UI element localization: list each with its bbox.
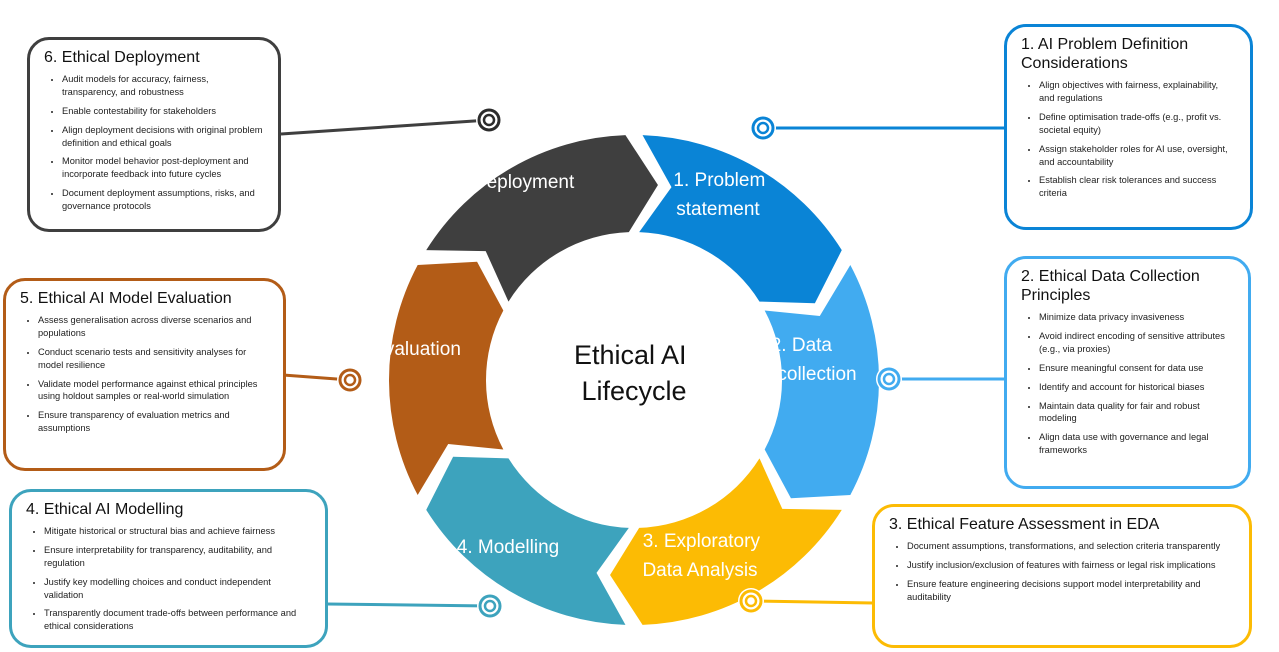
segment-eda[interactable] — [610, 458, 842, 625]
card-item: Establish clear risk tolerances and succ… — [1039, 174, 1236, 200]
card-title-modelling: 4. Ethical AI Modelling — [26, 501, 184, 518]
card-item: Ensure transparency of evaluation metric… — [38, 409, 269, 435]
card-item: Maintain data quality for fair and robus… — [1039, 400, 1234, 426]
card-list-modelling: Mitigate historical or structural bias a… — [26, 525, 311, 633]
segment-label-eda: 3. Exploratory Data Analysis — [642, 531, 765, 581]
connector-deployment — [280, 118, 490, 136]
center-title-line1: Ethical AI — [574, 340, 687, 370]
card-deployment: 6. Ethical Deployment Audit models for a… — [27, 37, 281, 232]
target-icon-deployment[interactable] — [476, 107, 502, 133]
card-list-deployment: Audit models for accuracy, fairness, tra… — [44, 73, 264, 212]
card-item: Avoid indirect encoding of sensitive att… — [1039, 330, 1234, 356]
card-item: Document assumptions, transformations, a… — [907, 540, 1235, 553]
card-item: Assess generalisation across diverse sce… — [38, 314, 269, 340]
card-item: Assign stakeholder roles for AI use, ove… — [1039, 143, 1236, 169]
card-item: Ensure feature engineering decisions sup… — [907, 578, 1235, 604]
card-list-problem: Align objectives with fairness, explaina… — [1021, 79, 1236, 200]
target-icon-evaluation[interactable] — [337, 367, 363, 393]
card-list-data: Minimize data privacy invasivenessAvoid … — [1021, 311, 1234, 456]
card-item: Align data use with governance and legal… — [1039, 431, 1234, 457]
segment-label-eda-line1: 3. Exploratory — [643, 531, 761, 552]
card-title-data: 2. Ethical Data Collection Principles — [1021, 268, 1200, 305]
center-title: Ethical AI Lifecycle — [574, 340, 694, 406]
center-title-line2: Lifecycle — [581, 376, 686, 406]
segment-label-data-line2: collection — [777, 364, 856, 385]
card-list-eda: Document assumptions, transformations, a… — [889, 540, 1235, 603]
card-item: Justify key modelling choices and conduc… — [44, 576, 311, 602]
card-title-evaluation: 5. Ethical AI Model Evaluation — [20, 290, 232, 307]
card-item: Define optimisation trade-offs (e.g., pr… — [1039, 111, 1236, 137]
card-item: Conduct scenario tests and sensitivity a… — [38, 346, 269, 372]
segment-evaluation[interactable] — [388, 261, 504, 496]
card-item: Justify inclusion/exclusion of features … — [907, 559, 1235, 572]
segment-label-modelling-line1: 4. Modelling — [457, 537, 559, 558]
card-item: Document deployment assumptions, risks, … — [62, 187, 264, 213]
card-title-deployment: 6. Ethical Deployment — [44, 49, 200, 66]
target-icon-modelling[interactable] — [477, 593, 503, 619]
segment-modelling[interactable] — [426, 456, 629, 625]
segment-deployment[interactable] — [426, 135, 658, 302]
card-item: Align deployment decisions with original… — [62, 124, 264, 150]
card-item: Audit models for accuracy, fairness, tra… — [62, 73, 264, 99]
card-item: Validate model performance against ethic… — [38, 378, 269, 404]
card-item: Minimize data privacy invasiveness — [1039, 311, 1234, 324]
card-evaluation: 5. Ethical AI Model Evaluation Assess ge… — [3, 278, 286, 471]
card-item: Align objectives with fairness, explaina… — [1039, 79, 1236, 105]
connector-eda — [750, 599, 874, 605]
segment-label-problem-line2: statement — [676, 199, 760, 220]
card-item: Transparently document trade-offs betwee… — [44, 607, 311, 633]
card-item: Enable contestability for stakeholders — [62, 105, 264, 118]
card-item: Mitigate historical or structural bias a… — [44, 525, 311, 538]
connector-modelling — [326, 602, 491, 608]
target-icon-problem[interactable] — [750, 115, 776, 141]
segment-label-data: 2. Data collection — [771, 335, 857, 385]
segment-label-deployment: 6. Deployment — [452, 172, 575, 193]
card-modelling: 4. Ethical AI Modelling Mitigate histori… — [9, 489, 328, 648]
card-data: 2. Ethical Data Collection Principles Mi… — [1004, 256, 1251, 489]
segment-label-problem-line1: 1. Problem — [673, 170, 765, 191]
segment-label-problem: 1. Problem statement — [673, 170, 770, 220]
segment-label-evaluation-line1: 5. Evaluation — [351, 339, 461, 360]
card-item: Ensure interpretability for transparency… — [44, 544, 311, 570]
target-icon-eda[interactable] — [738, 588, 764, 614]
card-eda: 3. Ethical Feature Assessment in EDA Doc… — [872, 504, 1252, 648]
card-title-problem: 1. AI Problem Definition Considerations — [1021, 36, 1189, 73]
card-item: Ensure meaningful consent for data use — [1039, 362, 1234, 375]
segment-data[interactable] — [764, 264, 879, 499]
segment-label-eda-line2: Data Analysis — [642, 560, 757, 581]
segment-label-data-line1: 2. Data — [771, 335, 833, 356]
segment-label-modelling: 4. Modelling — [457, 537, 559, 558]
card-title-eda: 3. Ethical Feature Assessment in EDA — [889, 516, 1160, 533]
card-problem: 1. AI Problem Definition Considerations … — [1004, 24, 1253, 230]
segment-problem[interactable] — [639, 135, 842, 304]
card-item: Identify and account for historical bias… — [1039, 381, 1234, 394]
target-icon-data[interactable] — [876, 366, 902, 392]
segment-label-deployment-line1: 6. Deployment — [452, 172, 575, 193]
segment-label-evaluation: 5. Evaluation — [351, 339, 461, 360]
card-list-evaluation: Assess generalisation across diverse sce… — [20, 314, 269, 435]
card-item: Monitor model behavior post-deployment a… — [62, 155, 264, 181]
